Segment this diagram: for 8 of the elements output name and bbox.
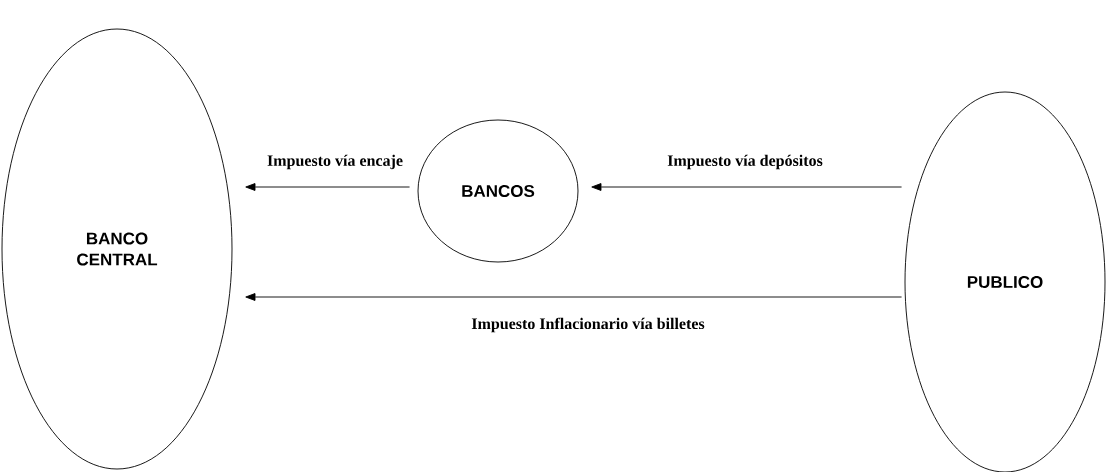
arrow — [245, 183, 410, 191]
arrow — [591, 183, 902, 191]
arrow — [245, 293, 902, 301]
ellipse-node: BANCOS — [417, 119, 579, 263]
ellipse-node: BANCO CENTRAL — [1, 28, 233, 470]
edge-label: Impuesto Inflacionario vía billetes — [471, 317, 705, 333]
edge-label: Impuesto vía encaje — [267, 154, 403, 170]
edge-label: Impuesto vía depósitos — [667, 154, 823, 170]
